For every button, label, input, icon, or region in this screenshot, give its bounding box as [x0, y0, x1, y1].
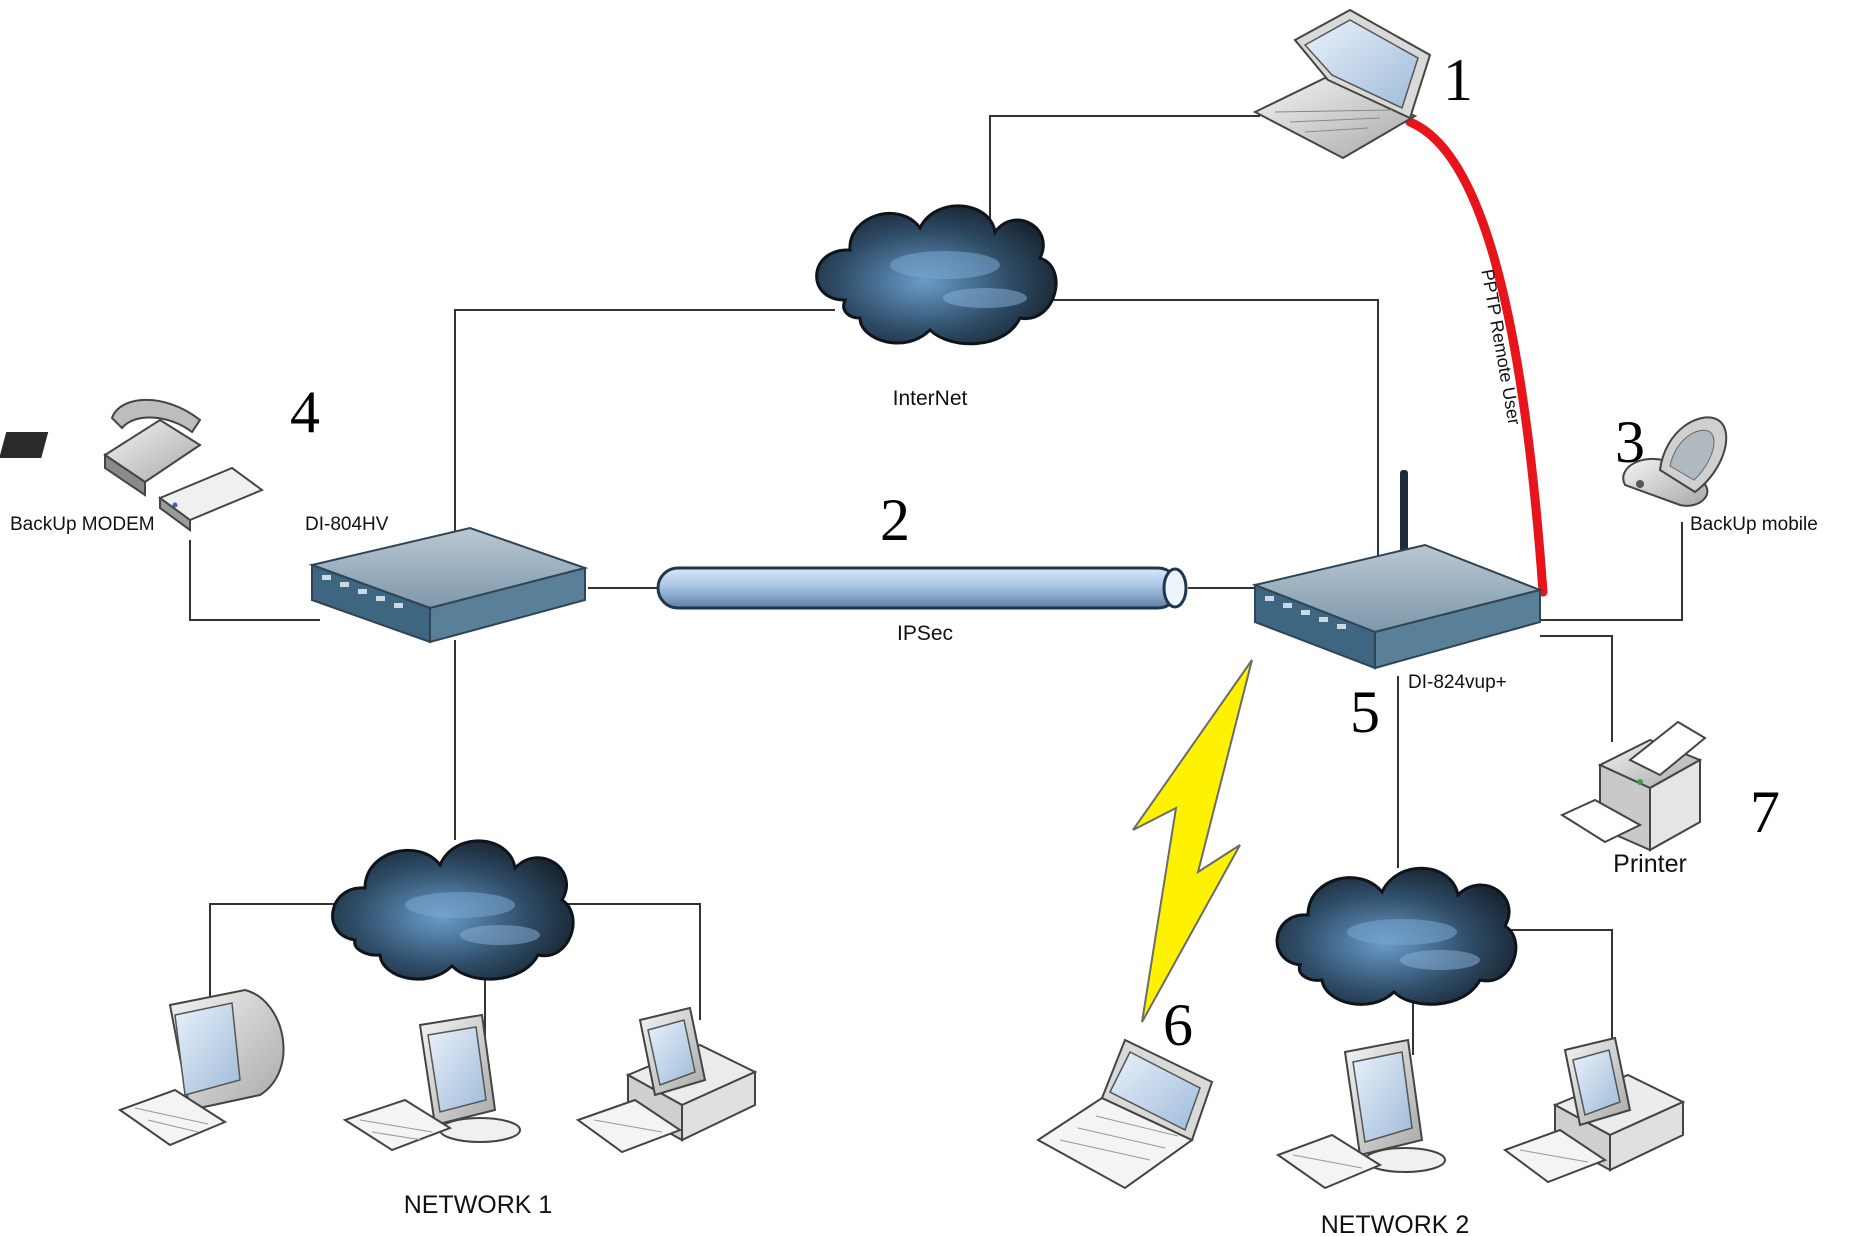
pptp-link: [1405, 117, 1548, 597]
network1-computer-2-icon: [342, 1013, 521, 1152]
backup-mobile-label: BackUp mobile: [1690, 514, 1818, 535]
ipsec-tunnel: [656, 566, 1188, 610]
remote-laptop-icon: [1252, 8, 1432, 160]
network2-computer-1-icon: [1275, 1038, 1446, 1190]
marker-1: 1: [1443, 47, 1473, 113]
router-right-icon: [1251, 470, 1544, 670]
connection-lines: [189, 115, 1683, 1055]
network2-label: NETWORK 2: [1321, 1211, 1470, 1236]
backup-modem-label: BackUp MODEM: [10, 514, 155, 535]
router-left-label: DI-804HV: [305, 514, 389, 535]
router-left-icon: [308, 526, 589, 644]
backup-mobile-icon: [1622, 416, 1728, 507]
wireless-bolt-icon: [1132, 659, 1253, 1023]
ipsec-label: IPSec: [897, 622, 953, 645]
network2-computer-2-icon: [1502, 1036, 1686, 1184]
marker-3: 3: [1615, 409, 1645, 475]
marker-6: 6: [1163, 992, 1193, 1058]
marker-5: 5: [1350, 679, 1380, 745]
network1-computer-1-icon: [117, 988, 285, 1147]
network1-cloud-icon: [331, 839, 575, 981]
internet-label: InterNet: [893, 387, 968, 410]
marker-4: 4: [290, 379, 320, 445]
network2-cloud-icon: [1275, 866, 1518, 1006]
marker-7: 7: [1750, 779, 1780, 845]
printer-label: Printer: [1613, 850, 1687, 878]
wireless-laptop-icon: [1036, 1038, 1214, 1190]
network1-computer-3-icon: [575, 1006, 758, 1154]
network1-label: NETWORK 1: [404, 1191, 553, 1219]
internet-cloud-icon: [815, 204, 1058, 346]
marker-2: 2: [880, 487, 910, 553]
backup-modem-icon: [0, 399, 265, 532]
router-right-label: DI-824vup+: [1408, 672, 1507, 693]
printer-icon: [1559, 720, 1707, 852]
